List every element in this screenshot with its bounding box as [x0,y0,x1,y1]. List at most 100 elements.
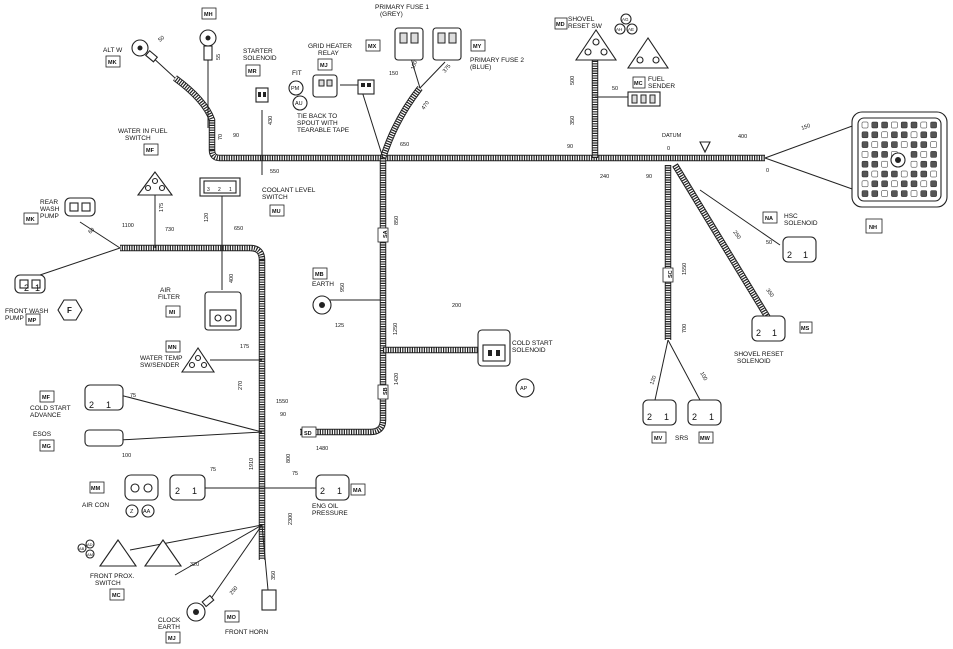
circle-z: Z [130,509,134,515]
ecu-pin [930,141,937,148]
pin-hsc-2: 2 [787,250,792,260]
ecu-pin [900,141,908,148]
dim-200: 200 [452,303,461,309]
ecu-pin [930,170,937,178]
label-water-temp: WATER TEMP [140,355,183,362]
ecu-pin [920,180,928,188]
dim-1480: 1480 [316,446,328,452]
ecu-pin [891,141,898,148]
ecu-pin [900,131,908,139]
tag-f: F [67,306,72,315]
ecu-pin [861,121,869,129]
tag-na: NA [765,216,773,222]
code-sb: SB [383,387,389,395]
dim-75c: 75 [292,471,298,477]
dim-350c: 350 [764,288,774,299]
dim-90a: 90 [233,133,239,139]
tag-mv: MV [654,436,663,442]
label-shovel-reset-sol: SHOVEL RESET [734,351,784,358]
dim-125: 125 [335,323,344,329]
f-hexagon [57,299,83,321]
dim-700: 700 [682,324,688,333]
label-air-con: AIR CON [82,502,109,509]
dim-1910: 1910 [249,458,255,470]
srs-wire-1 [654,339,669,401]
hsc-wire [699,189,781,246]
cold-start-advance-connector [84,384,124,411]
code-sa: SA [383,230,389,238]
dim-50b: 50 [612,86,618,92]
code-sd: SD [304,431,312,437]
ecu-pin [920,141,928,148]
pin-eo-1: 1 [337,486,342,496]
dim-50d: 50 [766,240,772,246]
label-front-horn: FRONT HORN [225,629,269,636]
label-primary-fuse-2-sub: (BLUE) [470,64,491,71]
dim-1420: 1420 [394,373,400,385]
label-rear-wash-3: PUMP [40,213,59,220]
dim-50a: 50 [157,35,166,44]
circle-pm: PM [291,86,300,92]
front-prox-wire [129,524,263,551]
tag-mh: MH [204,12,213,18]
dim-400a: 400 [229,274,235,283]
ecu-pin [861,141,869,148]
water-temp-connector [180,347,216,373]
ecu-pin [891,121,898,129]
ecu-pin [871,170,879,178]
pin-srs2-1: 1 [709,412,714,422]
front-wash-connector [14,274,46,294]
pin-ac-2: 2 [175,486,180,496]
main-trunk [208,149,765,162]
dim-0a: 0 [667,146,670,152]
ecu-pin [871,121,879,129]
label-hsc: HSC [784,213,798,220]
dim-350: 350 [570,116,576,125]
grid-heater-wire [340,84,384,159]
rear-wash-connector [64,197,96,217]
dim-430: 430 [268,116,274,125]
air-con-connector [124,474,159,501]
tag-mp: MP [28,318,37,324]
label-primary-fuse-2: PRIMARY FUSE 2 [470,57,524,64]
label-cold-start-adv-2: ADVANCE [30,412,62,419]
tag-nh: NH [869,225,877,231]
section-codes: SA SB SD SC [301,227,674,438]
pin-srs2-2: 2 [692,412,697,422]
tag-mg: MG [42,444,51,450]
label-front-prox-2: SWITCH [95,580,121,587]
coolant-level-connector [199,177,241,197]
cold-start-solenoid-connector [477,329,511,367]
tag-mi: MI [169,310,176,316]
dim-1550b: 1550 [682,263,688,275]
tag-mo: MO [227,615,237,621]
ecu-pin [930,180,937,188]
dim-250b: 250 [731,230,741,241]
pin-cool-3: 3 [207,187,210,193]
ecu-pin [871,180,879,188]
datum-marker [699,141,711,154]
dim-100b: 100 [122,453,131,459]
ecu-pin [871,160,879,168]
ecu-pin [910,131,918,139]
ecu-pin [920,160,928,168]
ecu-wire-1 [764,124,856,159]
label-esos: ESOS [33,431,52,438]
ecu-pin [910,151,918,158]
label-primary-fuse-1: PRIMARY FUSE 1 [375,4,429,11]
ecu-pin [861,170,869,178]
dim-120: 120 [204,213,210,222]
label-tie-back-1: TIE BACK TO [297,113,337,120]
tag-mj: MJ [320,63,328,69]
pin-srs1-1: 1 [664,412,669,422]
cold-start-adv-wire [119,394,263,433]
label-shovel-reset-sw: SHOVEL [568,16,595,23]
label-shovel-reset-sw-2: RESET SW [568,23,603,30]
dim-100a: 100 [410,60,419,71]
ecu-pin [930,190,937,197]
label-water-in-fuel-2: SWITCH [125,135,151,142]
dim-150b: 150 [801,123,812,132]
rear-wash-wire [79,221,121,249]
ecu-pin [881,190,888,197]
